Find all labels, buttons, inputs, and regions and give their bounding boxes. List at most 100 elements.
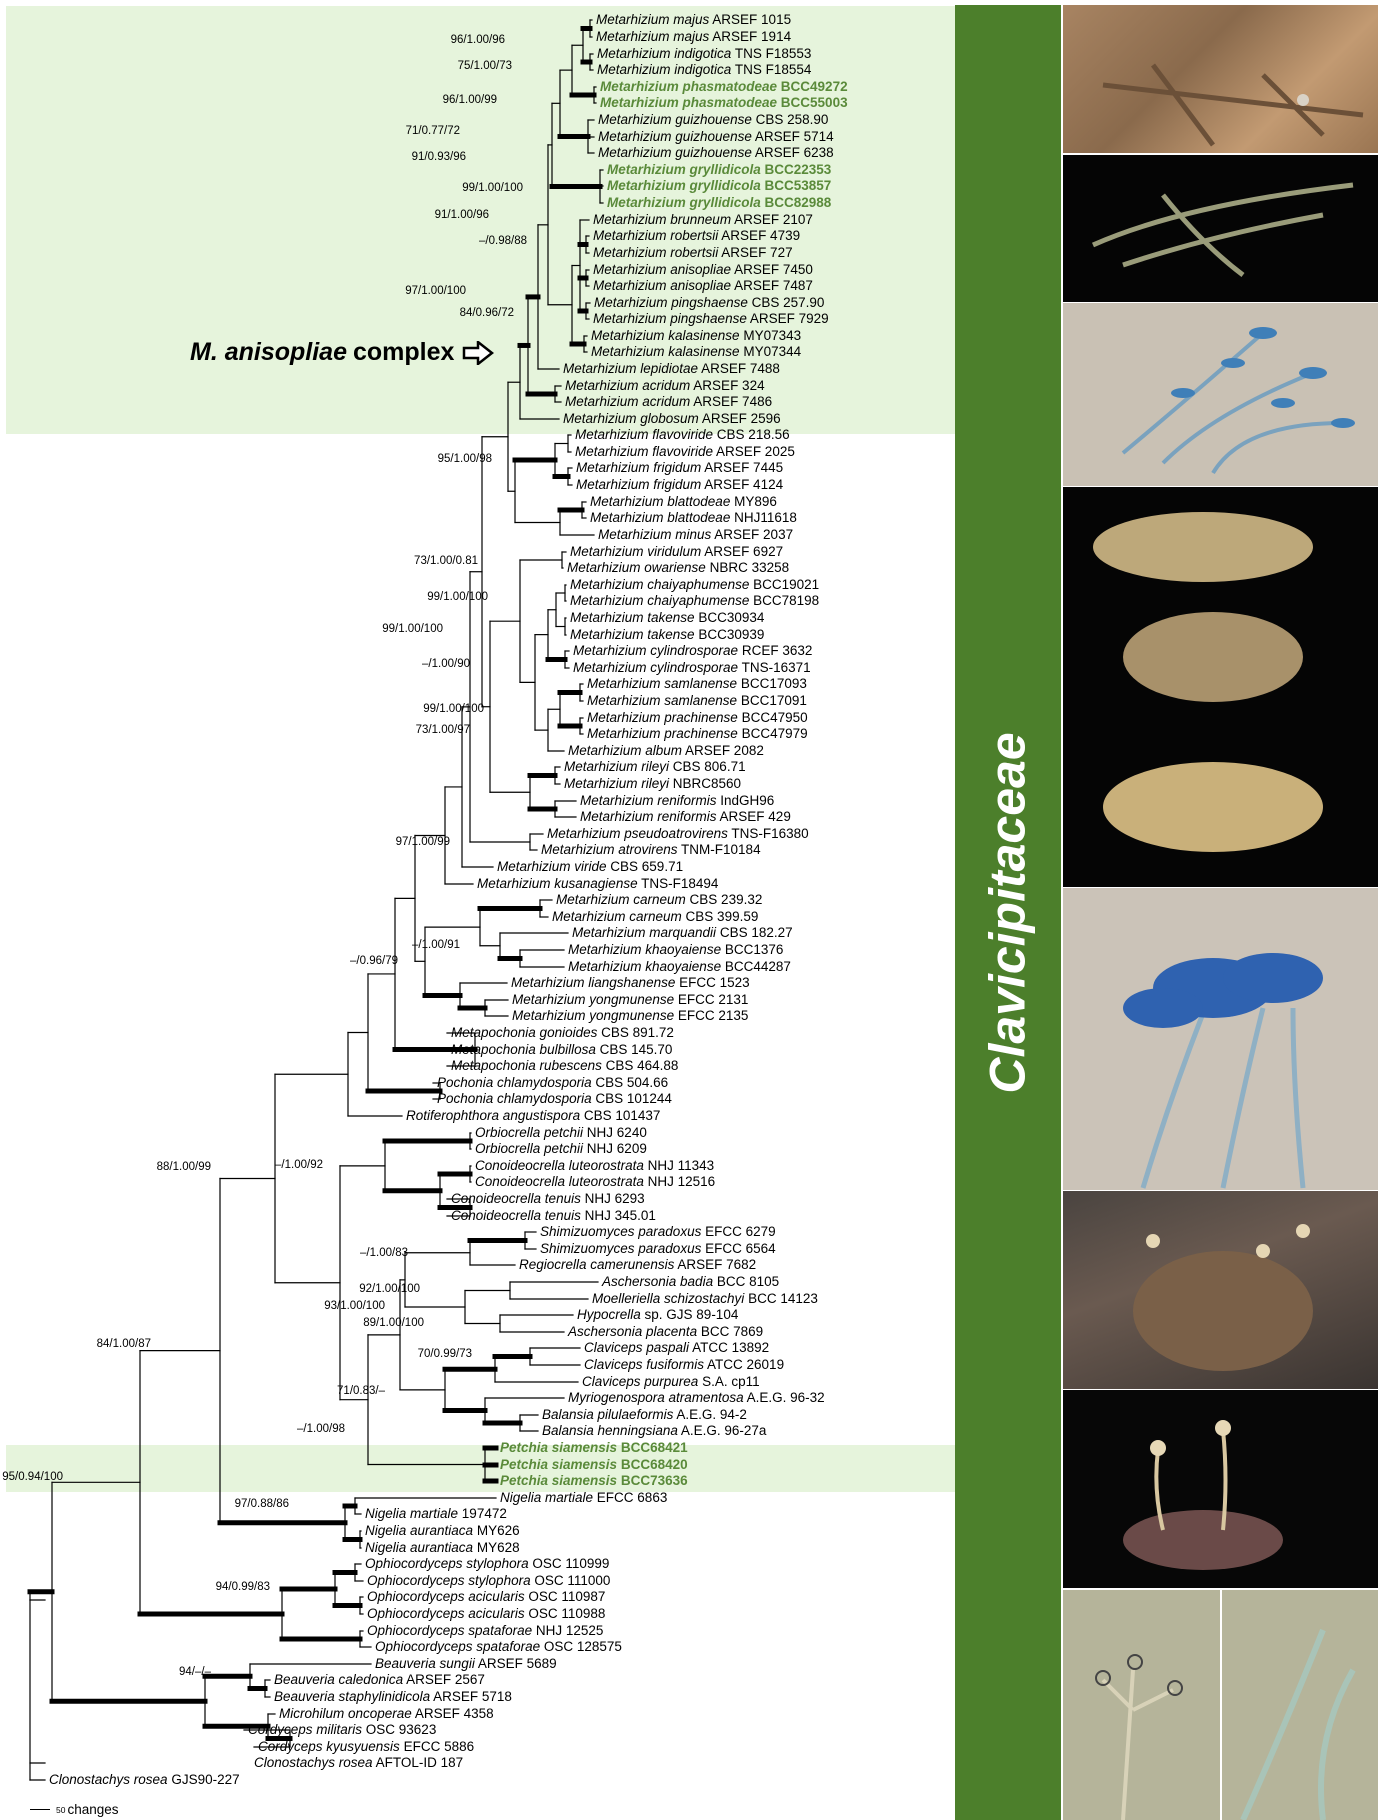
taxon-strain: NHJ 345.01 [581, 1208, 656, 1223]
taxon-strain: BCC19021 [749, 577, 819, 592]
taxon-strain: TNS-16371 [738, 660, 811, 675]
taxon-species: Clonostachys rosea [254, 1755, 373, 1770]
taxon-label: Metarhizium marquandii CBS 182.27 [572, 925, 793, 940]
taxon-strain: CBS 239.32 [686, 892, 763, 907]
taxon-species: Ophiocordyceps acicularis [367, 1606, 525, 1621]
taxon-strain: BCC68421 [617, 1440, 688, 1455]
taxon-species: Metarhizium cylindrosporae [573, 660, 738, 675]
taxon-strain: ARSEF 2596 [699, 411, 781, 426]
taxon-label: Clonostachys rosea AFTOL-ID 187 [254, 1755, 463, 1770]
taxon-label: Metarhizium acridum ARSEF 7486 [565, 394, 772, 409]
taxon-strain: ARSEF 7450 [731, 262, 813, 277]
taxon-strain: CBS 257.90 [748, 295, 825, 310]
taxon-species: Cordyceps militaris [248, 1722, 362, 1737]
taxon-label: Metarhizium chaiyaphumense BCC19021 [570, 577, 819, 592]
support-value: 99/1.00/100 [423, 703, 484, 715]
taxon-strain: ARSEF 2082 [682, 743, 764, 758]
taxon-species: Metarhizium globosum [563, 411, 699, 426]
taxon-label: Metarhizium indigotica TNS F18554 [597, 62, 812, 77]
taxon-label: Ophiocordyceps spataforae OSC 128575 [375, 1639, 622, 1654]
taxon-species: Metarhizium reniformis [580, 809, 717, 824]
taxon-strain: ARSEF 1015 [709, 12, 791, 27]
taxon-label: Metarhizium viride CBS 659.71 [497, 859, 683, 874]
taxon-label: Metarhizium flavoviride CBS 218.56 [575, 427, 790, 442]
support-value: –/1.00/98 [297, 1423, 345, 1435]
taxon-strain: ARSEF 6927 [701, 544, 783, 559]
taxon-strain: EFCC 6863 [593, 1490, 667, 1505]
taxon-species: Metarhizium flavoviride [575, 444, 713, 459]
taxon-species: Metarhizium rileyi [564, 776, 670, 791]
taxon-species: Metarhizium liangshanense [511, 975, 675, 990]
taxon-strain: NHJ 6209 [583, 1141, 647, 1156]
photo-blue-conidiophores [1063, 303, 1378, 486]
taxon-strain: BCC22353 [761, 162, 832, 177]
taxon-strain: ARSEF 2037 [711, 527, 793, 542]
taxon-strain: CBS 145.70 [596, 1042, 673, 1057]
taxon-strain: ARSEF 7682 [674, 1257, 756, 1272]
taxon-species: Ophiocordyceps stylophora [367, 1573, 531, 1588]
taxon-species: Metarhizium gryllidicola [607, 162, 761, 177]
taxon-label: Conoideocrella tenuis NHJ 6293 [451, 1191, 645, 1206]
taxon-label: Nigelia aurantiaca MY628 [365, 1540, 520, 1555]
support-value: 99/1.00/100 [427, 591, 488, 603]
taxon-species: Balansia henningsiana [542, 1423, 678, 1438]
taxon-strain: ARSEF 7487 [731, 278, 813, 293]
taxon-strain: S.A. cp11 [698, 1374, 759, 1389]
support-value: –/0.98/88 [479, 235, 527, 247]
taxon-strain: EFCC 5886 [400, 1739, 474, 1754]
taxon-species: Metarhizium yongmunense [512, 992, 674, 1007]
taxon-label: Metarhizium pingshaense CBS 257.90 [594, 295, 824, 310]
taxon-label: Myriogenospora atramentosa A.E.G. 96-32 [568, 1390, 825, 1405]
taxon-strain: BCC47979 [738, 726, 808, 741]
taxon-strain: ARSEF 5718 [430, 1689, 512, 1704]
taxon-strain: MY896 [730, 494, 777, 509]
support-value: 84/0.96/72 [460, 307, 514, 319]
taxon-strain: RCEF 3632 [738, 643, 812, 658]
taxon-species: Metarhizium majus [596, 12, 710, 27]
taxon-strain: sp. GJS 89-104 [641, 1307, 739, 1322]
taxon-species: Metarhizium anisopliae [593, 262, 731, 277]
taxon-label: Pochonia chlamydosporia CBS 504.66 [437, 1075, 668, 1090]
taxon-species: Microhilum oncoperae [279, 1706, 412, 1721]
taxon-label: Conoideocrella luteorostrata NHJ 11343 [475, 1158, 714, 1173]
support-value: 93/1.00/100 [324, 1300, 385, 1312]
taxon-species: Metarhizium kalasinense [591, 344, 740, 359]
taxon-label: Metarhizium cylindrosporae RCEF 3632 [573, 643, 812, 658]
taxon-species: Moelleriella schizostachyi [592, 1291, 745, 1306]
photo-conidiophores-pair [1063, 1590, 1378, 1820]
taxon-label: Ophiocordyceps stylophora OSC 110999 [365, 1556, 609, 1571]
taxon-label: Metarhizium carneum CBS 399.59 [552, 909, 758, 924]
taxon-label: Clonostachys rosea GJS90-227 [49, 1772, 240, 1787]
taxon-species: Beauveria staphylinidicola [274, 1689, 431, 1704]
taxon-label: Orbiocrella petchii NHJ 6240 [475, 1125, 647, 1140]
support-value: 97/1.00/99 [396, 836, 450, 848]
taxon-label: Metarhizium prachinense BCC47979 [587, 726, 808, 741]
taxon-label: Metarhizium takense BCC30934 [570, 610, 765, 625]
taxon-label: Metarhizium samlanense BCC17093 [587, 676, 807, 691]
taxon-strain: EFCC 2131 [674, 992, 748, 1007]
photo-stick-insect-ground [1063, 5, 1378, 153]
taxon-species: Pochonia chlamydosporia [437, 1075, 592, 1090]
taxon-label: Metarhizium frigidum ARSEF 4124 [576, 477, 784, 492]
taxon-strain: ARSEF 2567 [403, 1672, 485, 1687]
taxon-label: Aschersonia badia BCC 8105 [601, 1274, 779, 1289]
taxon-label: Metarhizium chaiyaphumense BCC78198 [570, 593, 819, 608]
taxon-label: Metarhizium pingshaense ARSEF 7929 [593, 311, 829, 326]
taxon-strain: BCC 14123 [744, 1291, 818, 1306]
taxon-species: Petchia siamensis [500, 1440, 618, 1455]
taxon-species: Metarhizium guizhouense [598, 112, 752, 127]
taxon-species: Claviceps paspali [584, 1340, 690, 1355]
taxon-label: Beauveria caledonica ARSEF 2567 [274, 1672, 485, 1687]
taxon-strain: BCC44287 [721, 959, 791, 974]
taxon-species: Metapochonia gonioides [451, 1025, 598, 1040]
taxon-strain: CBS 504.66 [592, 1075, 669, 1090]
taxon-strain: 197472 [458, 1506, 507, 1521]
taxon-species: Ophiocordyceps spataforae [375, 1639, 540, 1654]
taxon-label: Nigelia aurantiaca MY626 [365, 1523, 520, 1538]
taxon-label: Metarhizium khaoyaiense BCC1376 [568, 942, 783, 957]
taxon-strain: CBS 659.71 [607, 859, 684, 874]
taxon-species: Metarhizium majus [596, 29, 710, 44]
taxon-label: Metarhizium blattodeae MY896 [590, 494, 777, 509]
taxon-species: Metarhizium pingshaense [594, 295, 748, 310]
taxon-species: Rotiferophthora angustispora [406, 1108, 581, 1123]
